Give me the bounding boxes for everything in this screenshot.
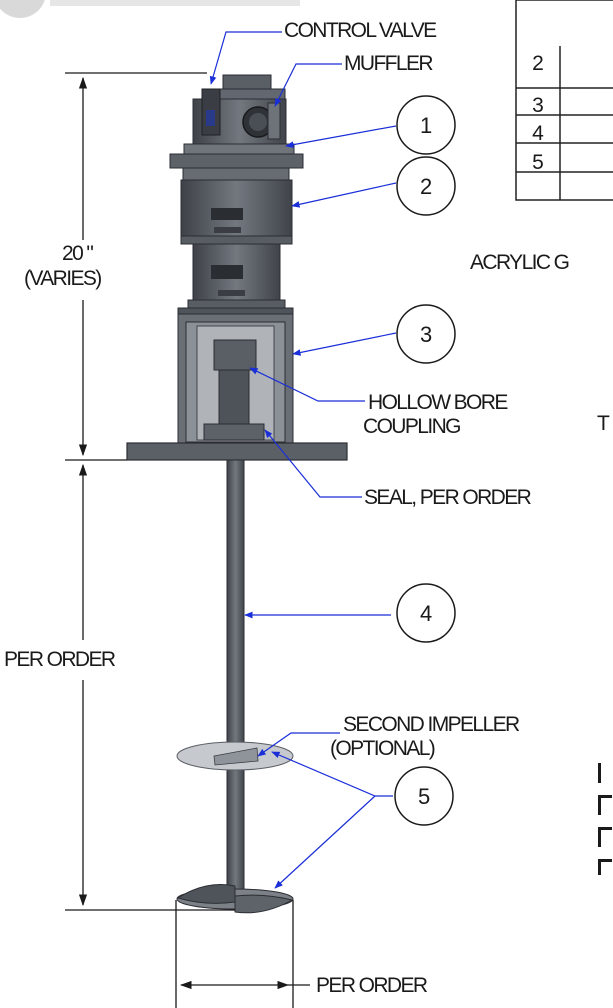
label-hollow-bore-1: HOLLOW BORE — [368, 391, 508, 414]
shaft-length-dimension — [65, 463, 235, 911]
impeller-diameter-dimension — [175, 900, 310, 1008]
leader-balloon-1 — [285, 125, 397, 148]
label-shaft-length: PER ORDER — [4, 648, 116, 671]
label-hollow-bore-2: COUPLING — [363, 415, 461, 438]
table-row-4: 4 — [532, 122, 544, 145]
leader-control-valve — [209, 31, 282, 85]
label-seal: SEAL, PER ORDER — [364, 486, 532, 509]
balloon-1 — [396, 95, 456, 155]
label-height-varies: (VARIES) — [24, 267, 102, 290]
balloon-5 — [394, 766, 454, 826]
label-muffler: MUFFLER — [344, 52, 434, 75]
balloon-3 — [396, 304, 456, 364]
table-row-2: 2 — [532, 52, 544, 75]
second-impeller — [176, 741, 294, 771]
balloon-4-number: 4 — [420, 601, 432, 626]
label-height-value: 20 " — [62, 242, 94, 265]
balloon-5-number: 5 — [418, 784, 430, 809]
table-row-3: 3 — [532, 94, 544, 117]
air-motor — [126, 74, 348, 461]
label-control-valve: CONTROL VALVE — [284, 19, 437, 42]
table-row-5: 5 — [532, 151, 544, 174]
leader-second-impeller — [257, 732, 340, 757]
leader-balloon-5b — [274, 795, 376, 889]
label-acrylic: ACRYLIC G — [470, 251, 570, 274]
balloon-1-number: 1 — [420, 113, 432, 138]
label-partial-t: T — [597, 412, 610, 435]
label-second-impeller-1: SECOND IMPELLER — [343, 713, 520, 736]
leader-muffler — [274, 63, 342, 107]
parts-table — [515, 0, 613, 201]
balloons — [394, 95, 456, 826]
leader-balloon-3 — [292, 332, 397, 356]
hollow-bore-coupling — [213, 339, 257, 371]
clipped-side-text — [598, 763, 612, 875]
bottom-impeller — [176, 884, 294, 914]
mounting-flange — [126, 442, 348, 461]
balloon-3-number: 3 — [420, 322, 432, 347]
leader-seal — [264, 429, 362, 498]
leader-hollow-bore — [249, 367, 365, 402]
leader-lines — [209, 31, 397, 889]
height-dimension — [65, 72, 207, 461]
balloon-2-number: 2 — [420, 174, 432, 199]
seal — [203, 423, 265, 441]
leader-balloon-2 — [291, 182, 397, 208]
label-impeller-diameter: PER ORDER — [316, 974, 428, 997]
balloon-4 — [396, 583, 456, 643]
shaft — [226, 459, 245, 909]
balloon-2 — [396, 156, 456, 216]
label-second-impeller-2: (OPTIONAL) — [330, 737, 436, 760]
company-logo — [0, 0, 300, 18]
